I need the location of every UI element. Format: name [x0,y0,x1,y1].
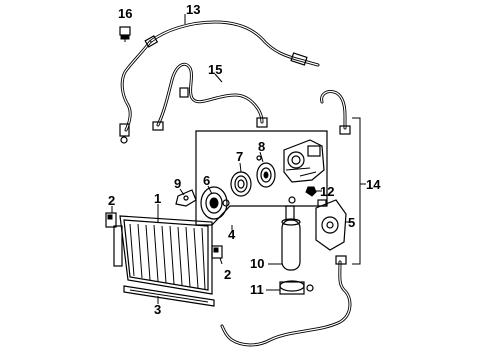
callout-9: 9 [174,176,181,191]
bracket-part-2-lower [211,245,223,265]
callout-1: 1 [154,191,161,206]
housing-part-5 [315,199,350,251]
callout-5: 5 [348,215,355,230]
callout-7: 7 [236,149,243,164]
callout-12: 12 [320,184,334,199]
callout-16: 16 [118,6,132,21]
callout-4: 4 [228,227,236,242]
clutch-coil-part-7 [230,162,252,197]
liquid-line-part-14 [220,90,366,347]
hose-assembly-part-13 [119,14,320,144]
callout-2-lower: 2 [224,267,231,282]
hose-assembly-part-15 [152,62,268,131]
accumulator-part-10 [268,196,301,271]
callout-15: 15 [208,62,222,77]
callout-10: 10 [250,256,264,271]
fitting-part-12 [305,186,322,197]
callout-8: 8 [258,139,265,154]
callout-3: 3 [154,302,161,317]
callout-2-upper: 2 [108,193,115,208]
callout-13: 13 [186,2,200,17]
clutch-plate-part-8 [256,151,276,188]
bracket-part-2-upper [105,206,117,228]
support-part-3 [123,285,215,307]
compressor-body [283,139,325,183]
accumulator-bracket-part-11 [266,280,314,295]
pressure-switch-part-16 [119,26,131,42]
callout-14: 14 [366,177,381,192]
condenser-part-1 [113,204,213,295]
bracket-part-9 [175,188,197,207]
callout-6: 6 [203,173,210,188]
clutch-pulley-part-6 [200,185,230,220]
callout-11: 11 [250,282,264,297]
